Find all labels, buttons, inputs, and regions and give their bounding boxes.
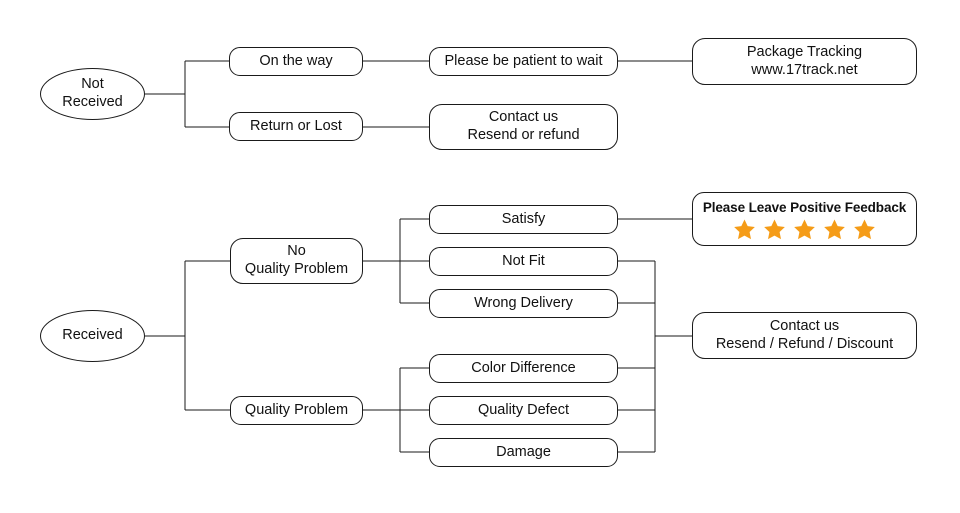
node-package-tracking[interactable]: Package Tracking www.17track.net (692, 38, 917, 85)
star-icon[interactable] (853, 218, 876, 241)
node-not-fit[interactable]: Not Fit (429, 247, 618, 276)
node-not-received[interactable]: Not Received (40, 68, 145, 120)
node-return-or-lost[interactable]: Return or Lost (229, 112, 363, 141)
star-icon[interactable] (823, 218, 846, 241)
node-quality-defect[interactable]: Quality Defect (429, 396, 618, 425)
node-positive-feedback[interactable]: Please Leave Positive Feedback (692, 192, 917, 246)
node-color-difference[interactable]: Color Difference (429, 354, 618, 383)
node-quality-problem[interactable]: Quality Problem (230, 396, 363, 425)
node-contact-resend-refund[interactable]: Contact us Resend or refund (429, 104, 618, 150)
node-wrong-delivery[interactable]: Wrong Delivery (429, 289, 618, 318)
node-please-be-patient[interactable]: Please be patient to wait (429, 47, 618, 76)
feedback-title: Please Leave Positive Feedback (702, 199, 907, 215)
node-on-the-way[interactable]: On the way (229, 47, 363, 76)
star-icon[interactable] (733, 218, 756, 241)
node-contact-resend-refund-discount[interactable]: Contact us Resend / Refund / Discount (692, 312, 917, 359)
star-icon[interactable] (763, 218, 786, 241)
node-damage[interactable]: Damage (429, 438, 618, 467)
node-satisfy[interactable]: Satisfy (429, 205, 618, 234)
star-rating[interactable] (733, 218, 876, 241)
node-received[interactable]: Received (40, 310, 145, 362)
star-icon[interactable] (793, 218, 816, 241)
node-no-quality-problem[interactable]: No Quality Problem (230, 238, 363, 284)
